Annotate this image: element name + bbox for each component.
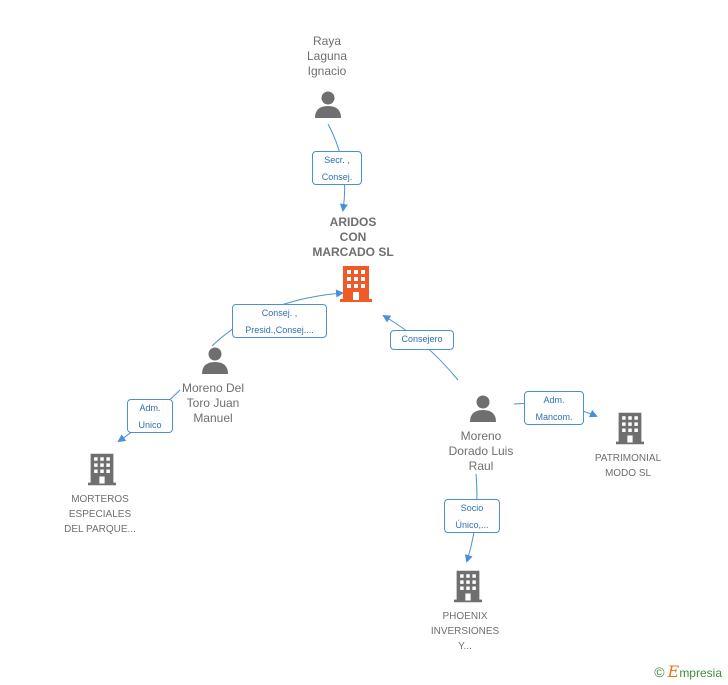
person-icon[interactable] bbox=[200, 345, 230, 375]
node-label-morteros[interactable]: MORTEROS ESPECIALES DEL PARQUE... bbox=[64, 494, 136, 535]
edge-label-dorado-aridos[interactable]: Consejero bbox=[390, 330, 454, 350]
edge-label-dorado-patrimonial[interactable]: Adm. Mancom. bbox=[524, 391, 584, 425]
building-icon[interactable] bbox=[340, 266, 372, 302]
building-icon[interactable] bbox=[454, 570, 482, 603]
empresia-logo: ©Empresia bbox=[654, 662, 722, 681]
node-label-raya[interactable]: Raya Laguna Ignacio bbox=[306, 34, 348, 78]
edge-label-toro-morteros[interactable]: Adm. Unico bbox=[127, 399, 173, 433]
person-icon[interactable] bbox=[313, 89, 343, 119]
edge-label-raya-aridos[interactable]: Secr. , Consej. bbox=[312, 151, 362, 185]
copyright-icon: © bbox=[654, 664, 665, 680]
edge-label-toro-aridos[interactable]: Consej. , Presid.,Consej.... bbox=[232, 304, 327, 338]
node-label-patrimonial[interactable]: PATRIMONIAL MODO SL bbox=[594, 453, 662, 479]
person-icon[interactable] bbox=[468, 393, 498, 423]
node-label-dorado[interactable]: Moreno Dorado Luis Raul bbox=[448, 429, 514, 473]
building-icon[interactable] bbox=[616, 412, 644, 445]
node-label-aridos[interactable]: ARIDOS CON MARCADO SL bbox=[312, 215, 394, 259]
node-label-toro[interactable]: Moreno Del Toro Juan Manuel bbox=[181, 381, 245, 425]
edge-label-dorado-phoenix[interactable]: Socio Único,... bbox=[444, 499, 500, 533]
node-label-phoenix[interactable]: PHOENIX INVERSIONES Y... bbox=[430, 611, 500, 652]
building-icon[interactable] bbox=[88, 453, 116, 486]
